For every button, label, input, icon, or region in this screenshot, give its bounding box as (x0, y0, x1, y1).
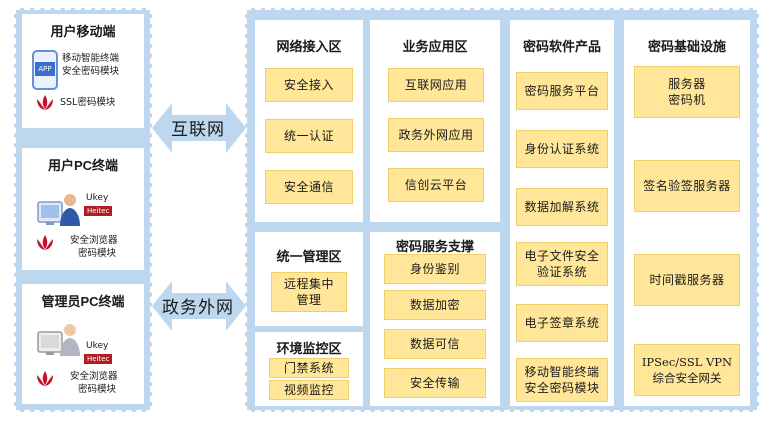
crypto-infra-item: 签名验签服务器 (634, 160, 740, 212)
smartphone-icon: APP (32, 50, 58, 90)
crypto-module-label: 密码模块 (78, 384, 117, 395)
crypto-software-item: 电子文件安全验证系统 (516, 242, 608, 286)
crypto-service-item: 安全传输 (384, 368, 486, 398)
business-app-item: 政务外网应用 (388, 118, 484, 152)
remote-management-item: 远程集中管理 (271, 272, 347, 312)
business-app-item: 信创云平台 (388, 168, 484, 202)
network-access-item: 安全接入 (265, 68, 353, 102)
environment-monitoring-title: 环境监控区 (276, 341, 342, 356)
user-pc-terminal-title: 用户PC终端 (47, 158, 119, 173)
crypto-software-item: 身份认证系统 (516, 130, 608, 168)
admin-pc-terminal-title: 管理员PC终端 (41, 294, 125, 309)
crypto-infrastructure-title: 密码基础设施 (647, 39, 726, 54)
env-monitor-item: 视频监控 (269, 380, 349, 400)
crypto-infra-item: 服务器密码机 (634, 66, 740, 118)
crypto-service-item: 数据加密 (384, 290, 486, 320)
crypto-software-item: 移动智能终端安全密码模块 (516, 358, 608, 402)
crypto-infra-item: 时间戳服务器 (634, 254, 740, 306)
lotus-logo-icon (37, 371, 53, 386)
admin-pc-terminal-card: 管理员PC终端 Ukey Heitec 安全浏览器 密码模块 (22, 284, 144, 404)
ssl-module-label: SSL密码模块 (60, 97, 116, 108)
crypto-software-zone: 密码软件产品 密码服务平台 身份认证系统 数据加解系统 电子文件安全验证系统 电… (510, 20, 614, 406)
business-app-title: 业务应用区 (402, 39, 468, 54)
pc-user-icon (37, 194, 80, 226)
mobile-terminal-card: 用户移动端 APP 移动智能终端 安全密码模块 SSL密码模块 (22, 14, 144, 128)
crypto-infra-item: IPSec/SSL VPN综合安全网关 (634, 344, 740, 396)
crypto-service-item: 身份鉴别 (384, 254, 486, 284)
business-app-item: 互联网应用 (388, 68, 484, 102)
lotus-logo-icon (37, 235, 53, 250)
crypto-software-title: 密码软件产品 (522, 39, 601, 54)
mobile-module-line2: 安全密码模块 (62, 66, 120, 77)
gov-extranet-label: 政务外网 (162, 298, 234, 318)
crypto-software-item: 密码服务平台 (516, 72, 608, 110)
ukey-label: Ukey (86, 193, 109, 203)
crypto-service-zone: 密码服务支撑 身份鉴别 数据加密 数据可信 安全传输 (370, 232, 500, 406)
heitec-brand: Heitec (84, 354, 113, 364)
business-app-zone: 业务应用区 互联网应用 政务外网应用 信创云平台 (370, 20, 500, 222)
network-access-zone: 网络接入区 安全接入 统一认证 安全通信 (255, 20, 363, 222)
mobile-module-line1: 移动智能终端 (62, 53, 120, 64)
crypto-software-item: 数据加解系统 (516, 188, 608, 226)
crypto-software-item: 电子签章系统 (516, 304, 608, 342)
ukey-label: Ukey (86, 341, 109, 351)
unified-management-zone: 统一管理区 远程集中管理 (255, 232, 363, 326)
unified-management-title: 统一管理区 (276, 249, 342, 264)
gov-extranet-double-arrow (152, 281, 246, 331)
secure-browser-label: 安全浏览器 (70, 371, 118, 382)
env-monitor-item: 门禁系统 (269, 358, 349, 378)
app-badge: APP (35, 62, 55, 76)
crypto-service-title: 密码服务支撑 (395, 239, 474, 254)
heitec-brand: Heitec (84, 206, 113, 216)
user-pc-terminal-card: 用户PC终端 Ukey Heitec 安全浏览器 密码模块 (22, 148, 144, 270)
crypto-infrastructure-zone: 密码基础设施 服务器密码机 签名验签服务器 时间戳服务器 IPSec/SSL V… (624, 20, 750, 406)
internet-label: 互联网 (171, 120, 225, 140)
secure-browser-label: 安全浏览器 (70, 235, 118, 246)
pc-admin-icon (37, 324, 80, 356)
network-access-title: 网络接入区 (276, 39, 342, 54)
lotus-logo-icon (37, 95, 53, 110)
network-access-item: 统一认证 (265, 119, 353, 153)
network-access-item: 安全通信 (265, 170, 353, 204)
crypto-module-label: 密码模块 (78, 248, 117, 259)
environment-monitoring-zone: 环境监控区 门禁系统 视频监控 (255, 332, 363, 406)
crypto-service-item: 数据可信 (384, 329, 486, 359)
mobile-terminal-title: 用户移动端 (50, 24, 116, 39)
internet-double-arrow (152, 103, 246, 153)
